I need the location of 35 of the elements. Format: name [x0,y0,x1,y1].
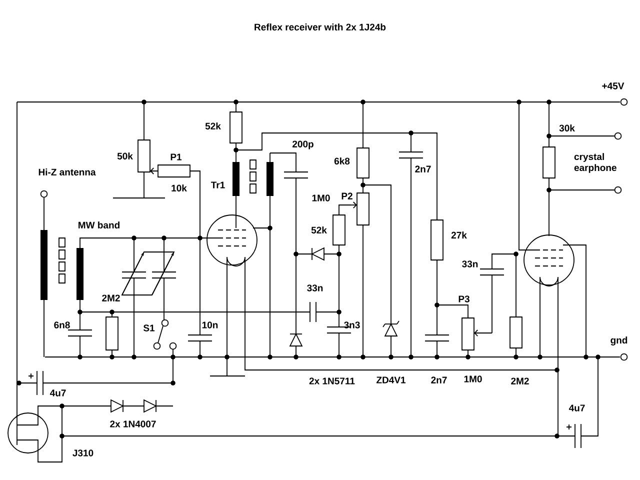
title: Reflex receiver with 2x 1J24b [254,24,386,30]
component-label: 1M0 [464,376,482,382]
component-label: 1M0 [312,194,330,202]
component-label: 50k [117,152,133,160]
component-label: 2n7 [415,166,431,172]
component-label: 52k [205,122,221,130]
component-label: 30k [559,124,575,132]
component-label: 10k [172,184,187,192]
component-label: P2 [342,192,352,200]
component-label: 2n7 [431,376,447,384]
component-label: 6k8 [334,158,350,164]
terminal-label: crystal earphone [574,153,616,173]
terminal-label: gnd [610,336,628,346]
component-label: J310 [72,450,94,456]
terminal-label: Hi-Z antenna [38,168,96,176]
component-label: 52k [311,226,327,234]
component-label: 6n8 [54,322,70,328]
component-label: 2M2 [102,294,120,302]
component-label: 4u7 [568,404,585,412]
component-label: 200p [292,140,314,150]
component-label: 33n [307,284,323,292]
component-label: 2x 1N4007 [110,420,156,428]
component-label: ZD4V1 [376,376,406,384]
component-label: 4u7 [50,390,66,396]
component-label: 33n [462,260,478,268]
band-label: MW band [78,222,120,228]
terminal-label: +45V [602,82,624,90]
component-label: P3 [458,296,470,302]
component-label: 10n [202,322,218,328]
component-label: Tr1 [210,182,225,188]
component-label: 2M2 [511,378,529,384]
component-label: P1 [170,154,182,160]
component-label: 2x 1N5711 [309,378,355,384]
component-label: 27k [451,232,467,238]
component-label: S1 [143,324,155,332]
